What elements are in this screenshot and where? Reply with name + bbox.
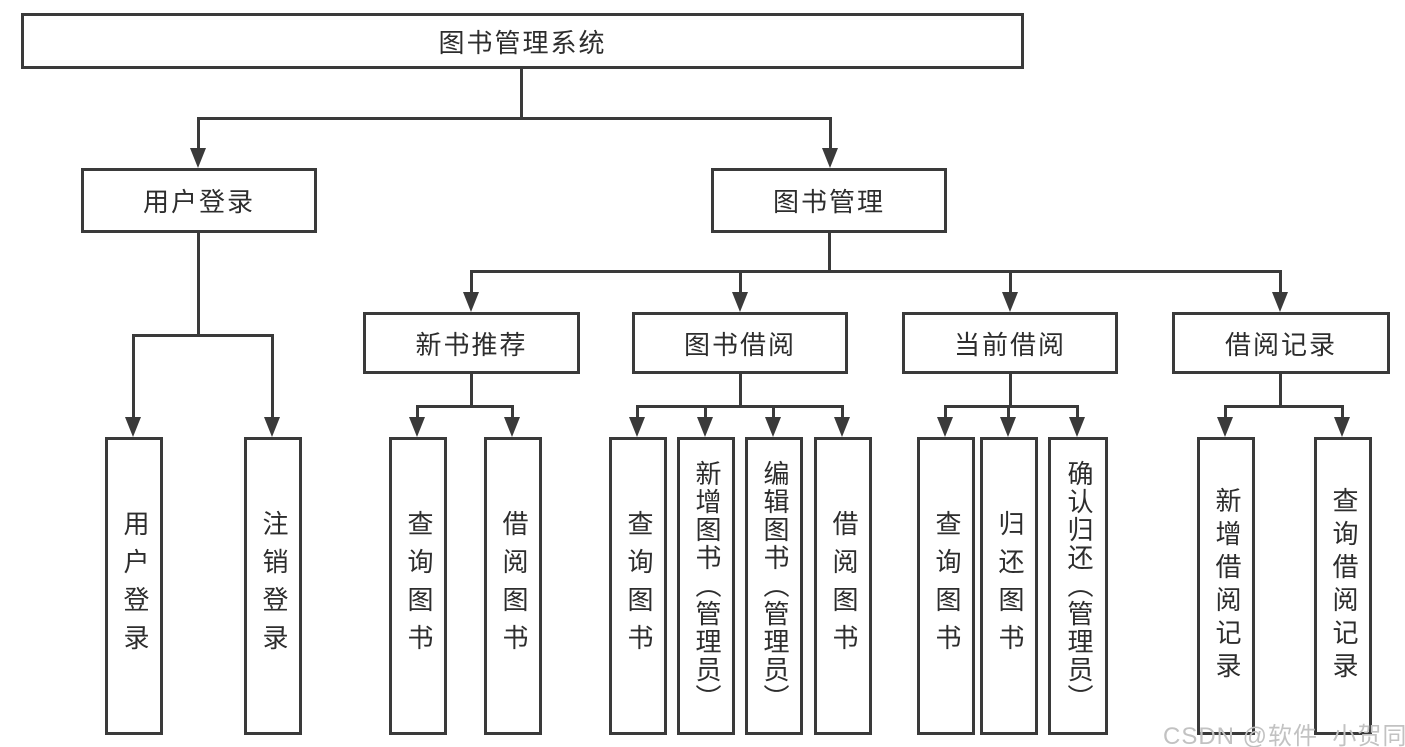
connector-line (470, 270, 1282, 273)
connector-line (271, 334, 274, 420)
connector-line (1009, 270, 1012, 296)
leaf-query-books-recommend: 查询图书 (389, 437, 447, 735)
node-label: 当前借阅 (953, 329, 1066, 360)
connector-line (636, 405, 639, 421)
connector-line (829, 117, 832, 152)
connector-line (1009, 374, 1012, 408)
connector-line (133, 334, 274, 337)
leaf-label: 查询图书 (931, 510, 962, 662)
connector-line (197, 117, 200, 152)
arrow-head (629, 417, 645, 437)
arrow-head (765, 417, 781, 437)
leaf-label: 借阅图书 (498, 510, 529, 662)
connector-line (772, 405, 775, 421)
arrow-head (834, 417, 850, 437)
node-label: 图书管理 (772, 187, 885, 217)
connector-line (637, 405, 843, 408)
connector-line (470, 270, 473, 296)
node-label: 图书借阅 (683, 329, 796, 360)
connector-line (1225, 405, 1344, 408)
leaf-logout: 注销登录 (244, 437, 302, 735)
connector-line (1007, 405, 1010, 421)
leaf-borrow-books-recommend: 借阅图书 (484, 437, 542, 735)
arrow-head (125, 417, 141, 437)
connector-line (704, 405, 707, 421)
connector-line (470, 374, 473, 408)
arrow-head (1272, 292, 1288, 312)
leaf-label: 注销登录 (258, 510, 289, 662)
node-label: 用户登录 (142, 187, 255, 217)
csdn-watermark: CSDN @软件_小贺同学 (1163, 723, 1405, 747)
leaf-query-books-borrow: 查询图书 (609, 437, 667, 735)
leaf-label: 借阅图书 (828, 510, 859, 662)
leaf-label: 确认归还（管理员） (1063, 460, 1094, 712)
connector-line (1279, 374, 1282, 408)
connector-line (416, 405, 419, 421)
connector-line (828, 233, 831, 272)
leaf-add-borrow-record: 新增借阅记录 (1197, 437, 1255, 735)
arrow-head (1334, 417, 1350, 437)
leaf-query-borrow-record: 查询借阅记录 (1314, 437, 1372, 735)
connector-line (1279, 270, 1282, 296)
leaf-label: 查询图书 (403, 510, 434, 662)
leaf-label: 用户登录 (119, 510, 150, 662)
arrow-head (409, 417, 425, 437)
leaf-query-books-current: 查询图书 (917, 437, 975, 735)
leaf-label: 编辑图书（管理员） (759, 460, 790, 712)
arrow-head (190, 148, 206, 168)
node-borrow-records: 借阅记录 (1172, 312, 1390, 374)
arrow-head (1000, 417, 1016, 437)
leaf-confirm-return-admin: 确认归还（管理员） (1048, 437, 1108, 735)
connector-line (1076, 405, 1079, 421)
leaf-label: 查询图书 (623, 510, 654, 662)
leaf-edit-books-admin: 编辑图书（管理员） (745, 437, 803, 735)
connector-line (945, 405, 1079, 408)
connector-line (841, 405, 844, 421)
arrow-head (937, 417, 953, 437)
arrow-head (697, 417, 713, 437)
leaf-borrow-books: 借阅图书 (814, 437, 872, 735)
arrow-head (822, 148, 838, 168)
connector-line (132, 334, 135, 420)
leaf-label: 新增借阅记录 (1211, 487, 1242, 685)
leaf-return-books: 归还图书 (980, 437, 1038, 735)
node-book-borrow: 图书借阅 (632, 312, 848, 374)
node-current-borrow: 当前借阅 (902, 312, 1118, 374)
arrow-head (732, 292, 748, 312)
connector-line (739, 270, 742, 296)
connector-line (1224, 405, 1227, 421)
node-root-system: 图书管理系统 (21, 13, 1024, 69)
connector-line (511, 405, 514, 421)
connector-line (417, 405, 514, 408)
arrow-head (1217, 417, 1233, 437)
connector-line (739, 374, 742, 408)
connector-line (520, 69, 523, 119)
node-new-book-recommend: 新书推荐 (363, 312, 580, 374)
leaf-add-books-admin: 新增图书（管理员） (677, 437, 735, 735)
node-label: 新书推荐 (415, 329, 528, 360)
leaf-label: 归还图书 (994, 510, 1025, 662)
leaf-label: 新增图书（管理员） (691, 460, 722, 712)
leaf-label: 查询借阅记录 (1328, 487, 1359, 685)
leaf-user-login: 用户登录 (105, 437, 163, 735)
arrow-head (1069, 417, 1085, 437)
arrow-head (264, 417, 280, 437)
arrow-head (504, 417, 520, 437)
arrow-head (463, 292, 479, 312)
connector-line (944, 405, 947, 421)
node-label: 图书管理系统 (438, 27, 607, 58)
arrow-head (1002, 292, 1018, 312)
connector-line (1341, 405, 1344, 421)
node-book-management: 图书管理 (711, 168, 947, 233)
connector-line (197, 233, 200, 336)
node-label: 借阅记录 (1224, 329, 1337, 360)
node-user-login: 用户登录 (81, 168, 317, 233)
connector-line (197, 117, 831, 120)
